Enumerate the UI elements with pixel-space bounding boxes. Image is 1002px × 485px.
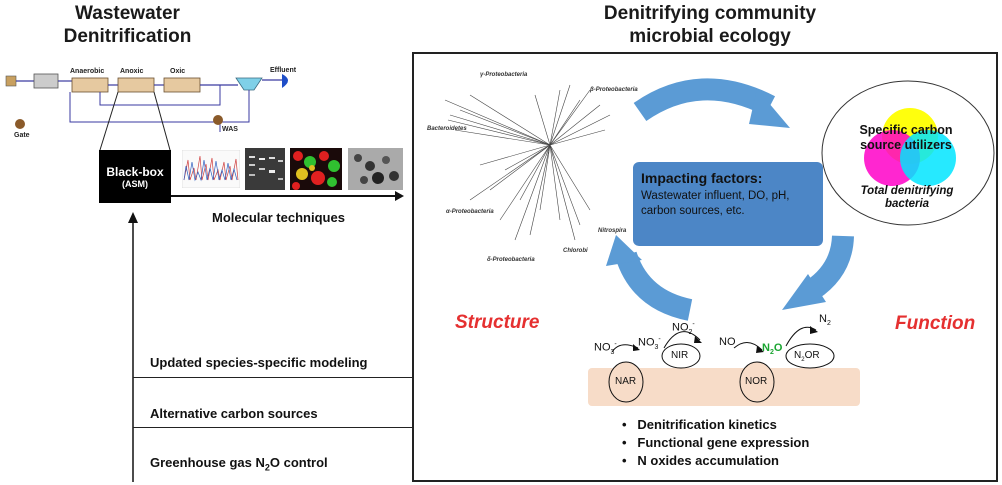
venn-total-line1: Total denitrifying (860, 185, 954, 197)
n2or-label: N2OR (794, 350, 820, 363)
no3-sup: - (614, 341, 617, 348)
n2o-sub: 2 (769, 349, 774, 357)
label-anaerobic: Anaerobic (70, 68, 105, 75)
ghg-label: Greenhouse gas N2O control (150, 455, 328, 473)
left-title: Wastewater Denitrification (40, 2, 215, 48)
no3-label: NO3- (594, 341, 617, 356)
no-label: NO (719, 336, 736, 348)
bullet-item: • Denitrification kinetics (622, 417, 777, 432)
ghg-suffix: O control (269, 455, 328, 470)
no2-label: NO2- (672, 321, 695, 336)
arrow-venn-to-pathway-head (782, 274, 826, 310)
arrow-structure-to-function-head (749, 89, 790, 128)
venn-specific-line2: source utilizers (860, 138, 952, 152)
black-box: Black-box (ASM) (99, 150, 171, 203)
no3-product-sub: 3 (654, 343, 659, 351)
tree-label-beta: β-Proteobacteria (590, 87, 638, 93)
label-gate: Gate (14, 132, 30, 139)
n2or-sub: 2 (801, 357, 805, 363)
tree-label-gamma: γ-Proteobacteria (480, 72, 528, 78)
right-title-line2: microbial ecology (629, 26, 791, 47)
n2or-rest: OR (804, 350, 820, 361)
venn-total-label: Total denitrifying bacteria (845, 185, 969, 211)
no2-sub: 2 (688, 328, 693, 336)
n2-sub: 2 (826, 320, 831, 328)
function-bullets: • Denitrification kinetics • Functional … (622, 416, 809, 470)
microscopy-image (348, 148, 403, 190)
no3-product-sup: - (658, 336, 661, 343)
left-title-line2: Denitrification (63, 26, 192, 47)
nir-ellipse (661, 343, 701, 369)
tree-label-alpha: α-Proteobacteria (446, 209, 494, 215)
right-title: Denitrifying community microbial ecology (560, 2, 860, 48)
no3-text: NO (594, 341, 611, 354)
arrow-pathway-to-tree-head (606, 235, 642, 266)
n2-label: N2 (819, 313, 831, 327)
no3-product-label: NO3- (638, 336, 661, 351)
fish-image (290, 148, 342, 190)
function-label: Function (895, 313, 976, 334)
n2o-o: O (773, 342, 783, 354)
nar-label: NAR (615, 376, 637, 387)
modeling-box (133, 377, 413, 427)
ecology-panel (412, 52, 998, 482)
n2-text: N (819, 313, 827, 325)
arrow-pathway-to-tree (615, 251, 693, 321)
ghg-prefix: Greenhouse gas N (150, 455, 265, 470)
nir-label: NIR (671, 350, 689, 361)
venn-total-line2: bacteria (884, 198, 930, 210)
right-title-line1: Denitrifying community (603, 3, 817, 24)
structure-label: Structure (455, 312, 540, 333)
label-was: WAS (222, 126, 238, 133)
bullet-oxides: N oxides accumulation (637, 453, 779, 468)
venn-specific-label: Specific carbon source utilizers (846, 123, 966, 153)
no2-text: NO (672, 321, 689, 334)
gel-image (245, 148, 285, 190)
carbon-sources-label: Alternative carbon sources (150, 406, 318, 421)
tree-label-delta: δ-Proteobacteria (487, 257, 535, 263)
nar-ellipse (608, 361, 644, 403)
label-oxic: Oxic (170, 68, 186, 75)
black-box-label: Black-box (106, 165, 164, 179)
no2-sup: - (692, 321, 695, 328)
tree-label-nitrospira: Nitrospira (598, 228, 627, 234)
tree-label-bacteroidetes: Bacteroidetes (427, 126, 467, 132)
n2or-ellipse (785, 343, 835, 369)
nor-label: NOR (745, 376, 768, 387)
process-schematic (5, 73, 288, 132)
n2o-label: N2O (762, 342, 782, 356)
label-anoxic: Anoxic (120, 68, 144, 75)
label-effluent: Effluent (270, 67, 297, 74)
venn-specific-line1: Specific carbon (859, 123, 953, 137)
modeling-label: Updated species-specific modeling (150, 355, 368, 370)
nor-ellipse (739, 361, 775, 403)
ghg-subscript: 2 (264, 462, 270, 473)
n2o-n: N (762, 342, 770, 354)
no3-product-text: NO (638, 336, 655, 349)
bullet-kinetics: Denitrification kinetics (637, 417, 777, 432)
phylogenetic-tree (444, 84, 611, 241)
carbon-box (133, 427, 413, 482)
bullet-item: • N oxides accumulation (622, 453, 779, 468)
arrow-structure-to-function (633, 78, 776, 122)
tree-label-chlorobi: Chlorobi (563, 248, 588, 254)
venn-diagram (821, 80, 995, 226)
arrow-venn-to-pathway (805, 235, 854, 300)
no3-sub: 3 (610, 348, 615, 356)
molecular-techniques-label: Molecular techniques (212, 210, 345, 225)
bullet-gene-expression: Functional gene expression (637, 435, 810, 450)
impacting-factors-box: Impacting factors: Wastewater influent, … (633, 162, 823, 246)
bullet-item: • Functional gene expression (622, 435, 810, 450)
impacting-factors-line1: Wastewater influent, DO, pH, (641, 190, 790, 202)
left-title-line1: Wastewater (75, 3, 180, 24)
chromatogram-image (182, 150, 240, 188)
impacting-factors-line2: carbon sources, etc. (641, 205, 745, 217)
impacting-factors-heading: Impacting factors: (641, 170, 763, 186)
n2or-n: N (794, 350, 802, 361)
black-box-sublabel: (ASM) (122, 179, 148, 189)
